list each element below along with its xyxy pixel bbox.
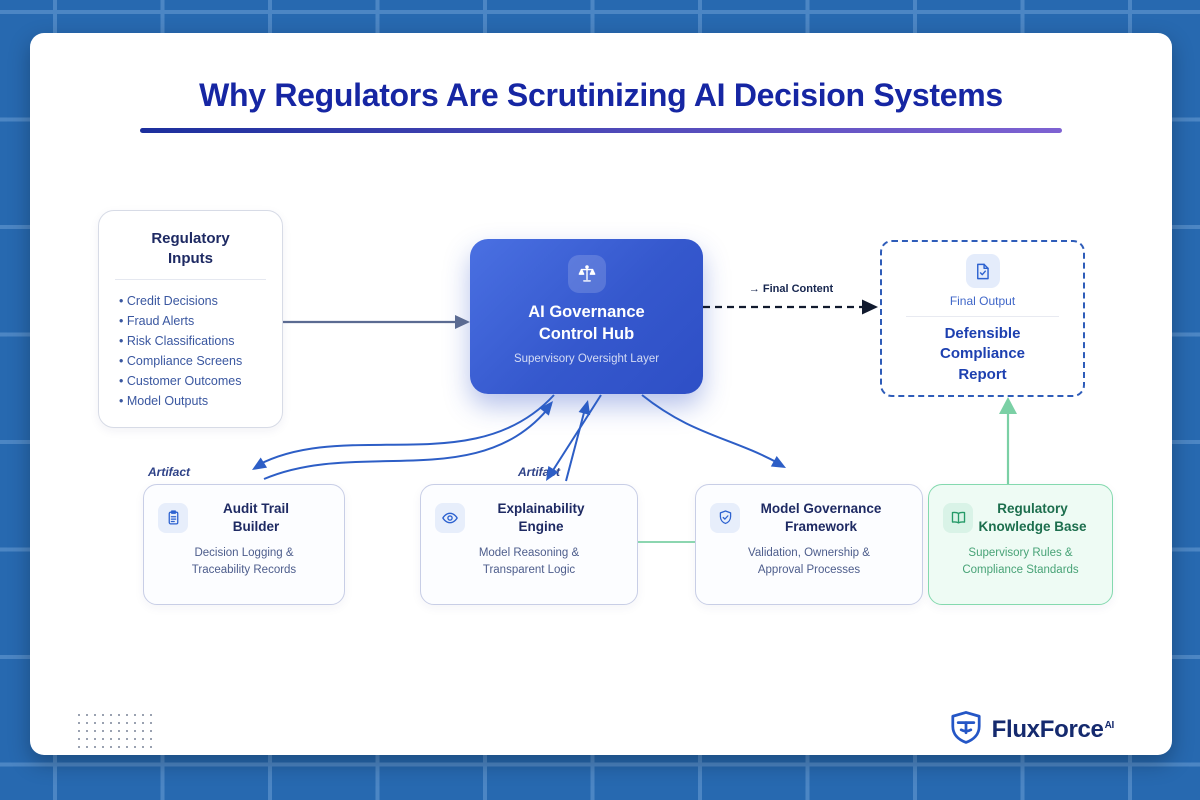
module-subtitle: Model Reasoning & Transparent Logic — [478, 546, 580, 577]
artifact-label: Artifact — [148, 465, 191, 479]
infographic-card: Why Regulators Are Scrutinizing AI Decis… — [30, 33, 1172, 755]
module-title: Model Governance Framework — [760, 501, 882, 534]
shield-check-icon — [710, 502, 740, 533]
list-item: Fraud Alerts — [119, 311, 282, 331]
list-item: Customer Outcomes — [119, 371, 282, 391]
header: Why Regulators Are Scrutinizing AI Decis… — [30, 77, 1172, 133]
final-output-label: Final Output — [949, 294, 1016, 308]
final-output-title: Defensible Compliance Report — [939, 325, 1026, 383]
ai-governance-hub: AI Governance Control Hub Supervisory Ov… — [470, 239, 703, 394]
brand-logo: FluxForceAI — [949, 709, 1114, 751]
module-title: Regulatory Knowledge Base — [978, 501, 1087, 534]
document-check-icon — [965, 254, 1000, 288]
scales-icon — [567, 255, 606, 293]
final-content-flow-label: → Final Content — [748, 283, 834, 295]
module-subtitle: Validation, Ownership & Approval Process… — [748, 546, 870, 577]
shield-icon — [949, 710, 983, 751]
list-item: Compliance Screens — [119, 351, 282, 371]
module-regulatory-knowledge-base: Regulatory Knowledge Base Supervisory Ru… — [928, 484, 1113, 605]
brand-suffix: AI — [1104, 720, 1115, 731]
hub-subtitle: Supervisory Oversight Layer — [513, 352, 660, 365]
brand-name: FluxForceAI — [991, 716, 1115, 743]
regulatory-inputs-panel: Regulatory Inputs Credit Decisions Fraud… — [98, 210, 283, 428]
module-model-governance-framework: Model Governance Framework Validation, O… — [695, 484, 923, 605]
dots-decoration — [75, 711, 155, 753]
module-subtitle: Decision Logging & Traceability Records — [191, 546, 297, 577]
module-explainability-engine: Explainability Engine Model Reasoning & … — [420, 484, 638, 605]
divider — [115, 278, 266, 280]
module-subtitle: Supervisory Rules & Compliance Standards — [962, 546, 1079, 577]
module-title: Audit Trail Builder — [222, 501, 289, 534]
list-item: Credit Decisions — [119, 291, 282, 311]
clipboard-icon — [158, 502, 188, 533]
module-audit-trail-builder: Audit Trail Builder Decision Logging & T… — [143, 484, 345, 605]
regulatory-inputs-title: Regulatory Inputs — [151, 230, 230, 267]
list-item: Model Outputs — [119, 391, 282, 411]
divider — [906, 316, 1059, 317]
page-title: Why Regulators Are Scrutinizing AI Decis… — [199, 77, 1003, 113]
final-output-box: Final Output Defensible Compliance Repor… — [880, 240, 1085, 397]
title-underline — [140, 128, 1062, 133]
regulatory-inputs-list: Credit Decisions Fraud Alerts Risk Class… — [99, 291, 282, 411]
list-item: Risk Classifications — [119, 331, 282, 351]
book-icon — [943, 502, 973, 533]
eye-icon — [435, 502, 465, 533]
module-title: Explainability Engine — [497, 501, 585, 534]
hub-title: AI Governance Control Hub — [528, 303, 645, 344]
artifact-label: Artifact — [518, 465, 561, 479]
